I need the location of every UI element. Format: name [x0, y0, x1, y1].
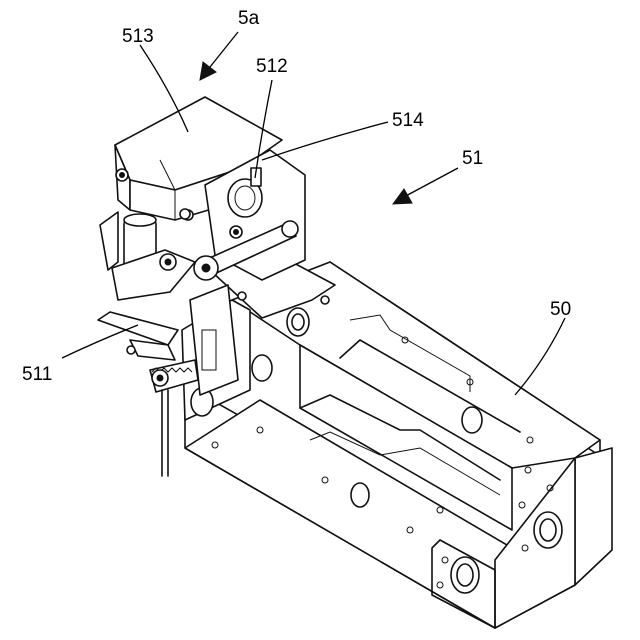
arrow-51-shaft: [402, 168, 458, 198]
chassis-frame: [182, 262, 612, 628]
label-5a: 5a: [238, 8, 260, 29]
label-511: 511: [22, 364, 52, 385]
hole-inner: [292, 314, 304, 330]
hole: [462, 407, 482, 433]
tray-knob-core: [165, 259, 171, 265]
label-512: 512: [256, 56, 288, 77]
cartridge-clip: [100, 212, 118, 270]
shaft-end: [282, 221, 298, 237]
label-50: 50: [550, 299, 571, 320]
end-wall: [575, 448, 612, 585]
hole: [252, 355, 272, 381]
leader-50: [515, 318, 565, 395]
shaft-nut-core: [202, 264, 210, 272]
leader-511: [62, 325, 138, 358]
lever-511: [98, 312, 178, 345]
hole: [351, 483, 369, 507]
label-51: 51: [462, 148, 483, 169]
arrow-5a-shaft: [206, 32, 238, 72]
small-hole: [525, 467, 531, 473]
cartridge-top: [124, 214, 156, 226]
arrow-51-head: [393, 189, 412, 204]
small-hole: [519, 502, 525, 508]
hole-inner: [457, 564, 473, 586]
plate-screw-head: [234, 230, 239, 235]
arrow-5a-head: [200, 62, 216, 80]
bracket-screw: [238, 292, 246, 300]
gear-hub: [157, 375, 163, 381]
housing-screw-head: [120, 173, 125, 178]
label-514: 514: [392, 110, 424, 131]
tray-screw: [180, 209, 190, 219]
hole-inner: [540, 519, 556, 541]
bracket-screw: [321, 296, 329, 304]
label-513: 513: [122, 26, 154, 47]
lever-pin: [127, 346, 135, 354]
